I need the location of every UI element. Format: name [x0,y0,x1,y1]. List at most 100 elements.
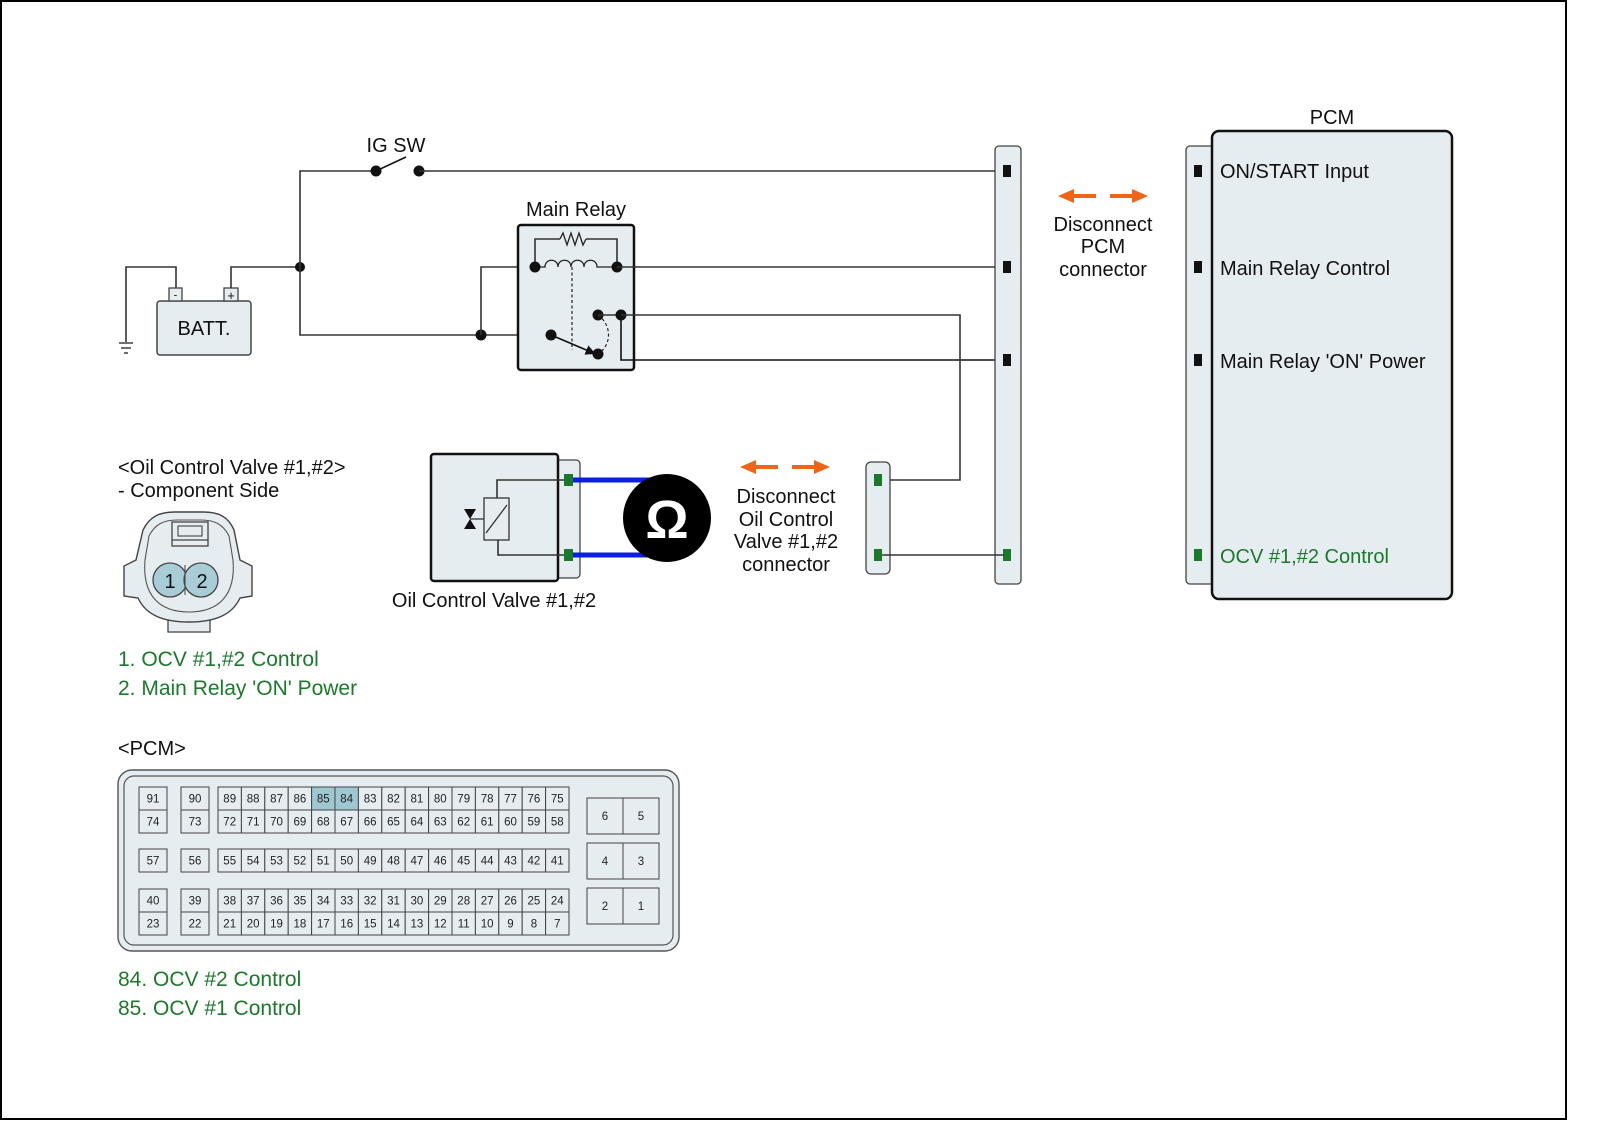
pcm-pin-number: 8 [531,919,537,931]
disconnect-pcm-label-line1: Disconnect [1054,214,1153,236]
pcm-pin-number: 74 [147,817,160,829]
pcm-pin-number: 10 [481,919,494,931]
pcm-pin-number: 90 [189,794,202,806]
pcm-pin-cell-73 [180,809,210,834]
pcm-pin-number: 63 [434,817,447,829]
pcm-pin-number: 50 [340,856,353,868]
pcm-pin-number: 44 [481,856,494,868]
pcm-pin-number: 53 [270,856,283,868]
pcm-pin-number: 64 [411,817,424,829]
pcm-pin-number: 91 [147,794,160,806]
valve-icon [464,509,476,529]
pcm-pin [1194,549,1202,561]
pcm-pin-number: 85 [317,794,330,806]
pcm-pin-cell-4 [586,842,624,880]
pcm-pin-number: 51 [317,856,330,868]
pcm-pin-number: 80 [434,794,447,806]
pcm-pin-cell-23 [138,911,168,936]
pcm-pin-cell-3 [622,842,660,880]
battery: - + BATT. [156,287,252,356]
pcm-pin-number: 11 [458,919,470,931]
battery-negative-sign: - [174,290,178,302]
pcm-pin-cell-57 [138,848,168,873]
pcm-pin-cell-1 [622,887,660,925]
pcm-pin-number: 2 [602,901,608,913]
pcm-pin-label-main-relay-control: Main Relay Control [1220,258,1390,280]
pcm-module: ON/START Input Main Relay Control Main R… [1185,129,1454,601]
battery-body [156,300,252,356]
pcm-pin-number: 82 [387,794,400,806]
pcm-pin-number: 72 [223,817,236,829]
pcm-pin-number: 87 [270,794,283,806]
pcm-pin-number: 89 [223,794,236,806]
pcm-pin-number: 40 [147,896,160,908]
pcm-pin-cell-58 [545,809,570,834]
pcm-pin-number: 81 [411,794,424,806]
pcm-pin-number: 77 [504,794,517,806]
pcm-pin [1194,165,1202,177]
battery-label: BATT. [178,318,231,340]
pcm-pin-cell-56 [180,848,210,873]
pcm-pin-number: 70 [270,817,283,829]
pcm-pin-number: 24 [551,896,564,908]
ocv-pin-1-number: 1 [164,571,175,593]
ocv-component-label: Oil Control Valve #1,#2 [392,590,596,612]
disconnect-pcm-arrows-icon [1058,189,1148,203]
pcm-pin-number: 35 [294,896,307,908]
ocv-power-wire [621,314,961,481]
pcm-pin-cell-22 [180,911,210,936]
pcm-pin-number: 28 [457,896,470,908]
pcm-pin-label-main-relay-on-power: Main Relay 'ON' Power [1220,351,1426,373]
pcm-pin-number: 46 [434,856,447,868]
pcm-connector-title: <PCM> [118,738,186,760]
pcm-pin-number: 19 [270,919,283,931]
pcm-pin-number: 67 [340,817,353,829]
pcm-pin-number: 47 [411,856,424,868]
ocv-connector-pin-2 [183,562,219,598]
pcm-pin-number: 23 [147,919,160,931]
disconnect-ocv-label-line3: Valve #1,#2 [734,531,838,553]
pcm-pin-number: 60 [504,817,517,829]
pcm-pin-cell-74 [138,809,168,834]
ocv-connector-title: <Oil Control Valve #1,#2> [118,457,346,479]
pcm-pin-cell-41 [545,848,570,873]
ocv-legend-item-2: 2. Main Relay 'ON' Power [118,677,357,700]
ocv-legend-item-1: 1. OCV #1,#2 Control [118,648,319,671]
pcm-pin-number: 31 [387,896,400,908]
ig-switch-label: IG SW [367,135,426,157]
pcm-pin-number: 1 [638,901,644,913]
pcm-pin-number: 73 [189,817,202,829]
pcm-pin-number: 32 [364,896,377,908]
pcm-pin-number: 16 [340,919,353,931]
pcm-pin-number: 34 [317,896,330,908]
pcm-pin-number: 7 [554,919,560,931]
pcm-pin-number: 48 [387,856,400,868]
pcm-pin-number: 68 [317,817,330,829]
pcm-pin-number: 55 [223,856,236,868]
pcm-pin-cell-7 [545,911,570,936]
pcm-pin-label-on-start-input: ON/START Input [1220,161,1369,183]
pcm-pin [1194,261,1202,273]
pcm-pin-number: 22 [189,919,202,931]
pcm-pin-number: 86 [294,794,307,806]
ground-symbol [119,266,177,354]
pcm-pin-number: 15 [364,919,377,931]
pcm-pin-number: 79 [457,794,470,806]
oil-control-valve-component [429,452,581,583]
ohm-symbol: Ω [645,490,688,550]
pcm-pin-number: 54 [247,856,260,868]
pcm-pin [1194,354,1202,366]
pcm-pin-number: 21 [223,919,236,931]
pcm-pin-number: 57 [147,856,160,868]
pcm-pin-number: 65 [387,817,400,829]
pcm-pin-number: 30 [411,896,424,908]
battery-positive-sign: + [227,288,235,303]
ocv-connector-subtitle: - Component Side [118,480,279,502]
pcm-pin-cell-5 [622,797,660,835]
pcm-pin-number: 62 [457,817,470,829]
battery-positive-wire [230,266,300,288]
disconnect-pcm-label-line2: PCM [1081,236,1125,258]
pcm-pin-number: 33 [340,896,353,908]
pcm-pin-number: 13 [411,919,424,931]
